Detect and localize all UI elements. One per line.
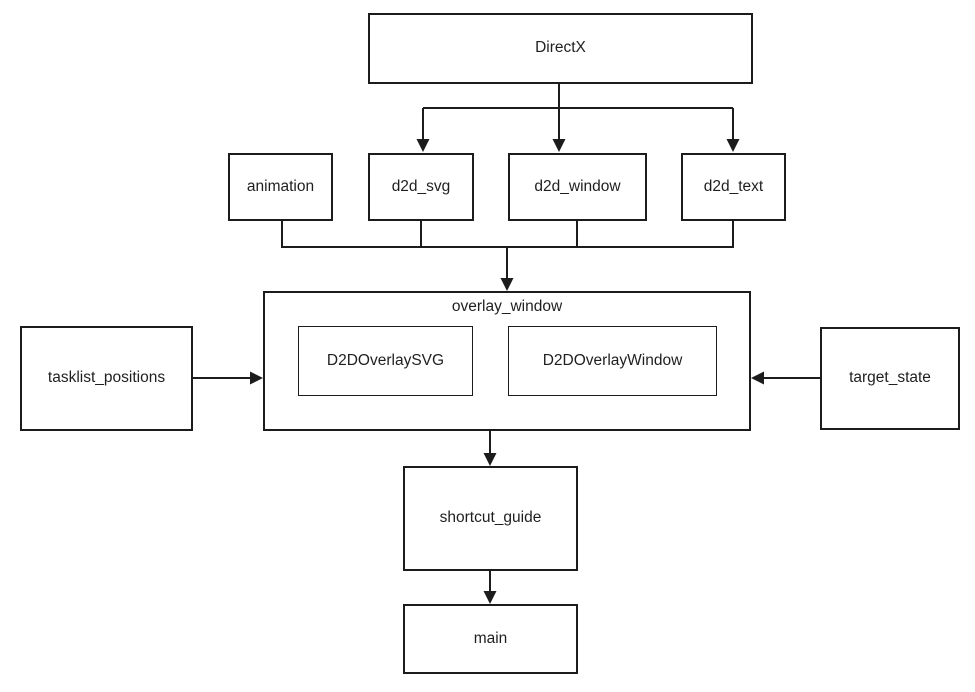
edge-target-state-to-overlay (751, 371, 820, 385)
node-main-label: main (473, 629, 508, 647)
node-d2d-overlay-svg-label: D2DOverlaySVG (326, 351, 445, 369)
node-tasklist-positions: tasklist_positions (20, 326, 193, 431)
edge-modules-merge-to-overlay (281, 221, 734, 291)
edge-shortcut-guide-to-main (483, 571, 497, 604)
arrowhead-into-overlay-right (751, 371, 764, 385)
node-tasklist-positions-label: tasklist_positions (47, 369, 166, 387)
node-target-state-label: target_state (849, 369, 931, 387)
node-shortcut-guide: shortcut_guide (403, 466, 578, 571)
edge-overlay-to-shortcut-guide (483, 431, 497, 466)
arrowhead-into-overlay-top (500, 278, 514, 291)
node-d2d-overlay-window: D2DOverlayWindow (508, 326, 717, 396)
node-d2d-svg: d2d_svg (368, 153, 474, 221)
node-overlay-window-label: overlay_window (451, 298, 563, 315)
node-d2d-text-label: d2d_text (703, 177, 764, 195)
node-main: main (403, 604, 578, 674)
node-target-state: target_state (820, 327, 960, 430)
arrowhead-into-d2d-svg (416, 139, 430, 152)
arrowhead-into-d2d-window (552, 139, 566, 152)
arrowhead-into-overlay-left (250, 371, 263, 385)
node-d2d-window: d2d_window (508, 153, 647, 221)
node-animation-label: animation (246, 177, 315, 195)
node-animation: animation (228, 153, 333, 221)
edge-directx-fanout (416, 84, 740, 152)
node-d2d-text: d2d_text (681, 153, 786, 221)
node-d2d-svg-label: d2d_svg (391, 177, 451, 195)
arrowhead-into-main (483, 591, 497, 604)
node-d2d-window-label: d2d_window (534, 177, 621, 195)
arrowhead-into-d2d-text (726, 139, 740, 152)
node-shortcut-guide-label: shortcut_guide (439, 509, 542, 527)
node-d2d-overlay-window-label: D2DOverlayWindow (542, 351, 683, 369)
node-directx: DirectX (368, 13, 753, 84)
arrowhead-into-shortcut-guide (483, 453, 497, 466)
node-overlay-window: overlay_window (263, 291, 751, 431)
node-directx-label: DirectX (535, 39, 586, 57)
edge-tasklist-to-overlay (193, 371, 263, 385)
node-d2d-overlay-svg: D2DOverlaySVG (298, 326, 473, 396)
